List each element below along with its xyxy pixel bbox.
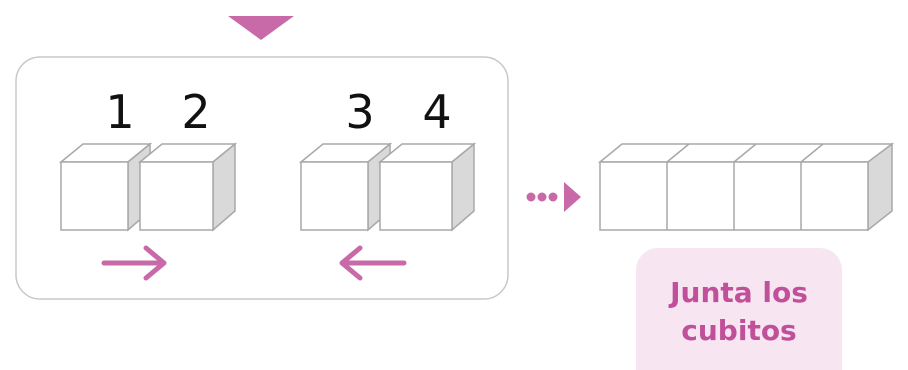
- dotted-arrow-icon: [526, 182, 581, 212]
- callout-box: Junta los cubitos: [636, 248, 842, 370]
- arrow-left-icon: [339, 245, 407, 281]
- cube-2: [137, 142, 238, 232]
- down-triangle-icon: [228, 16, 294, 40]
- number-4: 4: [422, 85, 451, 139]
- joined-cubes: [597, 142, 895, 232]
- cube-1: [58, 142, 153, 232]
- callout-line-1: Junta los: [670, 276, 808, 309]
- cube-4: [377, 142, 477, 232]
- cubes-panel: [15, 56, 509, 300]
- number-2: 2: [181, 85, 210, 139]
- number-1: 1: [105, 85, 134, 139]
- callout-line-2: cubitos: [681, 314, 797, 347]
- arrow-right-icon: [101, 245, 167, 281]
- number-3: 3: [345, 85, 374, 139]
- cube-3: [298, 142, 393, 232]
